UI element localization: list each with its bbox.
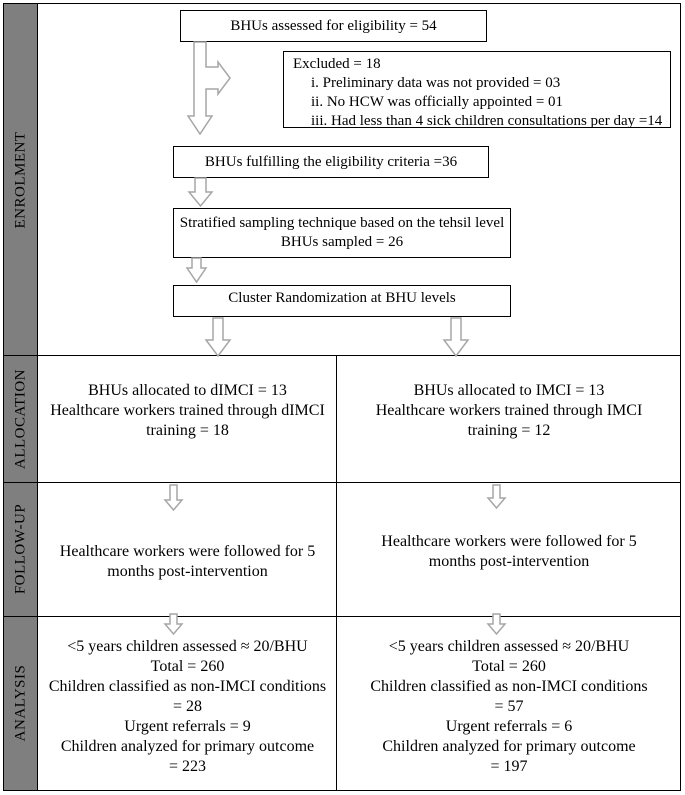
follow-up-imci-line-2: months post-intervention [428, 553, 590, 570]
allocation-imci-line-3: training = 12 [467, 422, 551, 439]
analysis-dimci-line-6: Children analyzed for primary outcome [60, 738, 315, 755]
divider-follow-up [4, 482, 681, 483]
box-assessed: BHUs assessed for eligibility = 54 [180, 10, 487, 42]
excluded-item-3: iii. Had less than 4 sick children consu… [311, 113, 663, 129]
divider-allocation [4, 355, 681, 356]
allocation-dimci-line-2: Healthcare workers trained through dIMCI [50, 402, 325, 419]
allocation-imci: BHUs allocated to IMCI = 13 Healthcare w… [337, 381, 681, 441]
column-divider [336, 355, 337, 791]
phase-band-follow-up: FOLLOW-UP [4, 482, 38, 616]
phase-band-enrolment: ENROLMENT [4, 4, 38, 355]
eligible-text: BHUs fulfilling the eligibility criteria… [204, 154, 458, 170]
box-randomization: Cluster Randomization at BHU levels [173, 285, 511, 317]
analysis-imci-line-4: = 57 [494, 698, 524, 715]
sampling-line-2: BHUs sampled = 26 [280, 234, 404, 250]
analysis-dimci-line-4: = 28 [172, 698, 203, 715]
analysis-imci-line-7: = 197 [490, 758, 528, 775]
analysis-imci-line-3: Children classified as non-IMCI conditio… [370, 678, 648, 695]
excluded-item-2: ii. No HCW was officially appointed = 01 [311, 94, 564, 110]
follow-up-dimci: Healthcare workers were followed for 5 m… [40, 542, 335, 582]
analysis-dimci: <5 years children assessed ≈ 20/BHU Tota… [40, 637, 335, 777]
flowchart-frame [3, 3, 681, 791]
follow-up-dimci-line-2: months post-intervention [107, 563, 268, 580]
analysis-dimci-line-3: Children classified as non-IMCI conditio… [48, 678, 327, 695]
phase-label-analysis: ANALYSIS [12, 664, 28, 742]
allocation-dimci: BHUs allocated to dIMCI = 13 Healthcare … [40, 381, 335, 441]
follow-up-imci: Healthcare workers were followed for 5 m… [337, 532, 681, 572]
excluded-item-1: i. Preliminary data was not provided = 0… [311, 75, 561, 91]
allocation-imci-line-2: Healthcare workers trained through IMCI [375, 402, 643, 419]
analysis-dimci-line-1: <5 years children assessed ≈ 20/BHU [67, 638, 308, 655]
phase-band-allocation: ALLOCATION [4, 355, 38, 482]
analysis-dimci-line-7: = 223 [168, 758, 207, 775]
excluded-title: Excluded = 18 [293, 56, 381, 72]
follow-up-dimci-line-1: Healthcare workers were followed for 5 [59, 543, 316, 560]
randomization-text: Cluster Randomization at BHU levels [228, 290, 456, 306]
allocation-dimci-line-1: BHUs allocated to dIMCI = 13 [88, 382, 287, 399]
phase-label-follow-up: FOLLOW-UP [12, 503, 28, 595]
analysis-imci-line-5: Urgent referrals = 6 [445, 718, 573, 735]
analysis-imci-line-6: Children analyzed for primary outcome [382, 738, 636, 755]
divider-analysis [4, 616, 681, 617]
analysis-imci-line-1: <5 years children assessed ≈ 20/BHU [388, 638, 630, 655]
assessed-text: BHUs assessed for eligibility = 54 [230, 18, 437, 34]
analysis-dimci-line-2: Total = 260 [150, 658, 225, 675]
follow-up-imci-line-1: Healthcare workers were followed for 5 [381, 533, 637, 550]
phase-label-allocation: ALLOCATION [12, 368, 28, 469]
analysis-dimci-line-5: Urgent referrals = 9 [124, 718, 251, 735]
analysis-imci-line-2: Total = 260 [472, 658, 546, 675]
box-eligible: BHUs fulfilling the eligibility criteria… [173, 146, 489, 178]
box-sampling: Stratified sampling technique based on t… [173, 208, 511, 258]
phase-label-enrolment: ENROLMENT [12, 131, 28, 228]
box-excluded: Excluded = 18 i. Preliminary data was no… [283, 51, 671, 129]
sampling-line-1: Stratified sampling technique based on t… [179, 215, 505, 231]
phase-band-analysis: ANALYSIS [4, 616, 38, 790]
allocation-imci-line-1: BHUs allocated to IMCI = 13 [413, 382, 605, 399]
analysis-imci: <5 years children assessed ≈ 20/BHU Tota… [337, 637, 681, 777]
allocation-dimci-line-3: training = 18 [146, 422, 229, 439]
